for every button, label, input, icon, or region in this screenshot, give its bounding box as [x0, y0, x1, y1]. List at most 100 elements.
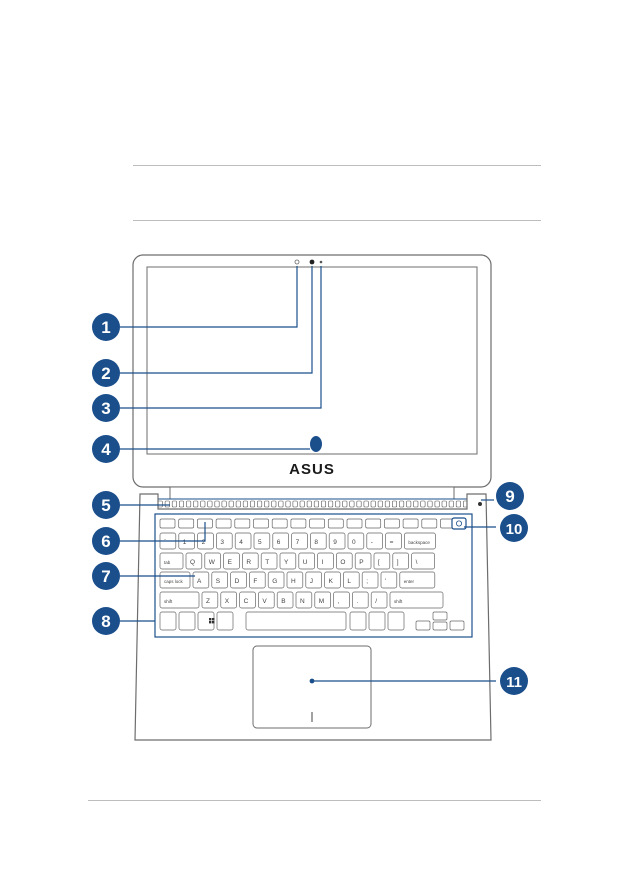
key-row5 [368, 611, 386, 631]
key-label: U [303, 559, 308, 566]
callout-number: 3 [101, 399, 110, 418]
key-label: M [319, 598, 324, 605]
spacebar [245, 611, 347, 631]
ambient-light-sensor-dot [294, 259, 300, 265]
key-row1 [328, 532, 346, 550]
key-row2 [317, 552, 334, 570]
key-label: tab [164, 560, 171, 565]
key-row1 [366, 532, 383, 550]
key-row1 [404, 532, 436, 550]
key-label: 2 [202, 539, 206, 546]
key-row3 [361, 571, 379, 589]
display-panel-marker [310, 436, 322, 452]
function-key [271, 518, 288, 529]
key-label: 7 [296, 539, 300, 546]
vent-slot [186, 500, 192, 508]
key-row2 [411, 552, 435, 570]
vent-slot [349, 500, 355, 508]
key-label: W [209, 559, 216, 566]
top-rule [133, 165, 541, 166]
key-row1 [347, 532, 365, 550]
key-label: shift [164, 599, 173, 604]
key-row4 [295, 591, 313, 609]
key-label: ; [366, 578, 368, 585]
key-row4 [239, 591, 256, 609]
vent-slot [264, 500, 270, 508]
key-label: . [356, 598, 358, 605]
key-row3 [192, 571, 210, 589]
vent-slot [391, 500, 397, 508]
key-label: A [197, 578, 202, 585]
key-label: X [225, 598, 230, 605]
vent-slot [320, 500, 326, 508]
key-row3 [305, 571, 322, 589]
key-row4 [220, 591, 237, 609]
key-label: 0 [352, 539, 356, 546]
vent-slot [278, 500, 284, 508]
vent-slot [399, 500, 405, 508]
arrow-right-key [449, 620, 465, 631]
vent-slot [455, 500, 461, 508]
key-label: , [338, 598, 340, 605]
arrow-down-key [432, 621, 448, 631]
key-row5 [387, 611, 405, 631]
key-row4 [352, 591, 369, 609]
vent-slot [363, 500, 369, 508]
key-row4 [201, 591, 219, 609]
key-row4 [333, 591, 350, 609]
key-row4 [370, 591, 388, 609]
key-row2 [336, 552, 353, 570]
key-row2 [354, 552, 372, 570]
key-label: / [375, 598, 377, 605]
camera-indicator-dot [319, 260, 323, 264]
key-row1 [291, 532, 308, 550]
key-label: Z [206, 598, 210, 605]
key-label: V [262, 598, 267, 605]
windows-logo-icon [209, 618, 215, 624]
key-row3 [286, 571, 304, 589]
vent-slot [228, 500, 234, 508]
key-label: enter [404, 579, 415, 584]
key-label: = [390, 539, 394, 546]
key-row2 [298, 552, 315, 570]
function-key [346, 518, 363, 529]
key-row5 [159, 611, 177, 631]
key-label: J [310, 578, 313, 585]
vent-slot [179, 500, 185, 508]
callout-number: 10 [506, 521, 523, 538]
vent-slot [221, 500, 227, 508]
power-icon [455, 520, 462, 527]
callout-number: 11 [506, 674, 522, 691]
key-row2 [279, 552, 297, 570]
footer-rule [88, 800, 541, 801]
function-key [384, 518, 400, 529]
callout-3-badge: 3 [92, 394, 120, 422]
key-label: ` [164, 539, 166, 546]
arrow-left-key [415, 620, 431, 631]
callout-number: 2 [101, 364, 110, 383]
key-label: D [235, 578, 240, 585]
key-row2 [260, 552, 278, 570]
key-label: 4 [239, 539, 243, 546]
key-label: E [228, 559, 233, 566]
vent-slot [406, 500, 412, 508]
key-row1 [272, 532, 289, 550]
key-label: 5 [258, 539, 262, 546]
vent-slot [250, 500, 256, 508]
key-row1 [253, 532, 271, 550]
callout-number: 8 [101, 612, 110, 631]
key-row3 [230, 571, 247, 589]
key-row2 [392, 552, 409, 570]
vent-slot [448, 500, 454, 508]
key-label: caps lock [164, 579, 184, 584]
vent-slot [328, 500, 334, 508]
vent-slot [420, 500, 426, 508]
hinge-vent [154, 486, 468, 510]
key-label: N [300, 598, 305, 605]
function-key [327, 518, 344, 529]
vent-slot [292, 500, 298, 508]
microphone-dot [478, 502, 482, 506]
camera-dot [309, 259, 315, 265]
